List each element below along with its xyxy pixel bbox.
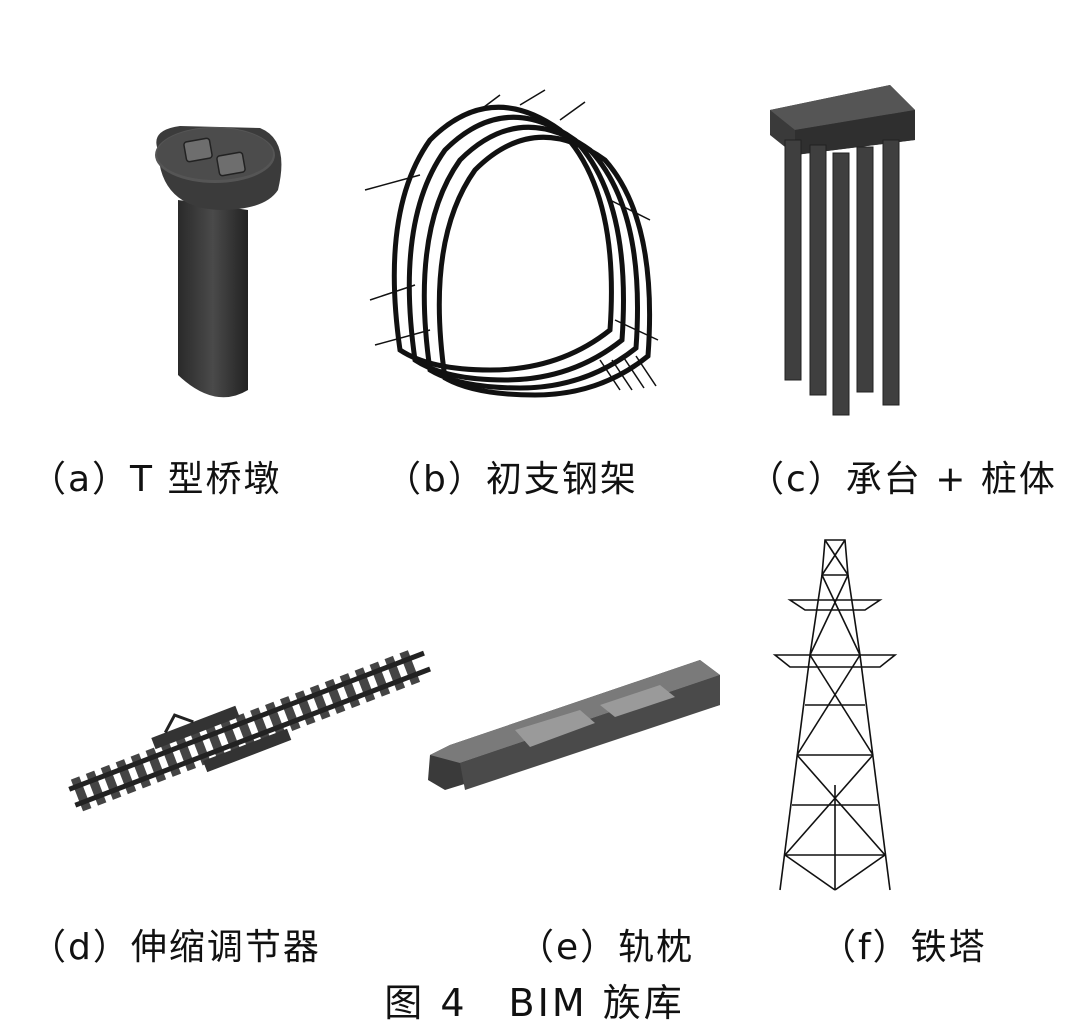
t-pier-icon [155,126,282,398]
sleeper-icon [428,660,720,790]
figure-title: 图 4 BIM 族库 [384,981,685,1025]
caption-e: （e）轨枕 [518,927,695,968]
caption-b: （b）初支钢架 [385,459,638,500]
panel-b [360,89,660,400]
panel-e [420,655,730,795]
expansion-joint-icon [68,650,431,812]
panel-f [770,535,900,895]
caption-d: （d）伸缩调节器 [30,927,321,968]
caption-f: （f）铁塔 [820,927,987,968]
pile-cap-icon [770,85,915,416]
steel-arch-icon [364,89,659,398]
panel-d [68,625,431,812]
caption-a: （a）T 型桥墩 [30,459,282,500]
iron-tower-icon [772,539,898,891]
panel-c [765,85,925,425]
caption-c: （c）承台 + 桩体 [748,459,1057,500]
panel-a [140,110,300,410]
